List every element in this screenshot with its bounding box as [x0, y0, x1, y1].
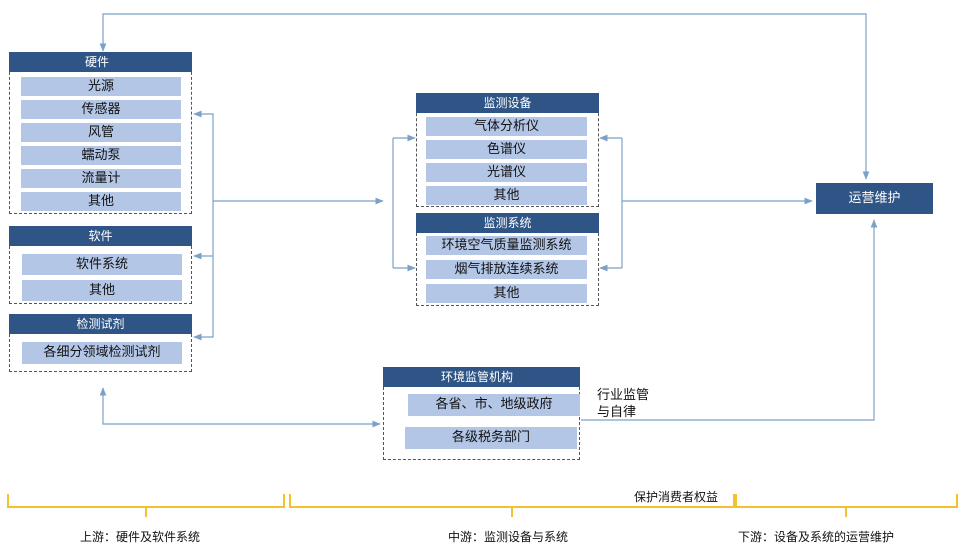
equipment-group: 监测设备 气体分析仪 色谱仪 光谱仪 其他	[416, 93, 599, 207]
hardware-item: 风管	[21, 123, 181, 142]
reagent-agency-line	[99, 387, 381, 428]
agency-title: 环境监管机构	[383, 367, 580, 387]
system-title: 监测系统	[416, 213, 599, 233]
equipment-title: 监测设备	[416, 93, 599, 113]
equipment-item: 气体分析仪	[426, 117, 587, 136]
system-item: 环境空气质量监测系统	[426, 236, 587, 255]
hardware-group: 硬件 光源 传感器 风管 蠕动泵 流量计 其他	[9, 52, 192, 214]
upstream-bracket-line	[193, 110, 214, 341]
agency-to-ops-line	[581, 219, 878, 421]
hardware-item: 流量计	[21, 169, 181, 188]
equipment-item: 其他	[426, 186, 587, 205]
midstream-bracket	[289, 494, 735, 517]
hardware-item: 光源	[21, 77, 181, 96]
equipment-item: 光谱仪	[426, 163, 587, 182]
reagent-group: 检测试剂 各细分领域检测试剂	[9, 314, 192, 372]
reagent-title: 检测试剂	[9, 314, 192, 334]
hardware-title: 硬件	[9, 52, 192, 72]
system-item: 其他	[426, 284, 587, 303]
software-title: 软件	[9, 226, 192, 246]
downstream-label: 下游：设备及系统的运营维护	[738, 530, 895, 544]
upstream-bracket	[7, 494, 285, 517]
system-item: 烟气排放连续系统	[426, 260, 587, 279]
protect-consumer-label: 保护消费者权益	[634, 490, 719, 504]
regulation-label: 行业监管与自律	[597, 388, 650, 420]
hardware-item: 蠕动泵	[21, 146, 181, 165]
equipment-item: 色谱仪	[426, 140, 587, 159]
agency-item: 各级税务部门	[405, 427, 577, 449]
software-item: 其他	[22, 280, 182, 301]
operations-box: 运营维护	[816, 183, 933, 214]
midstream-label: 中游：监测设备与系统	[448, 530, 569, 544]
ops-to-hardware-loop	[99, 13, 870, 180]
software-item: 软件系统	[22, 254, 182, 275]
agency-item: 各省、市、地级政府	[408, 394, 580, 416]
agency-group: 环境监管机构 各省、市、地级政府 各级税务部门	[383, 367, 580, 460]
system-group: 监测系统 环境空气质量监测系统 烟气排放连续系统 其他	[416, 213, 599, 306]
reagent-item: 各细分领域检测试剂	[22, 342, 182, 364]
hardware-item: 传感器	[21, 100, 181, 119]
downstream-bracket	[735, 494, 958, 517]
upstream-label: 上游：硬件及软件系统	[80, 530, 201, 544]
software-group: 软件 软件系统 其他	[9, 226, 192, 304]
hardware-item: 其他	[21, 192, 181, 211]
